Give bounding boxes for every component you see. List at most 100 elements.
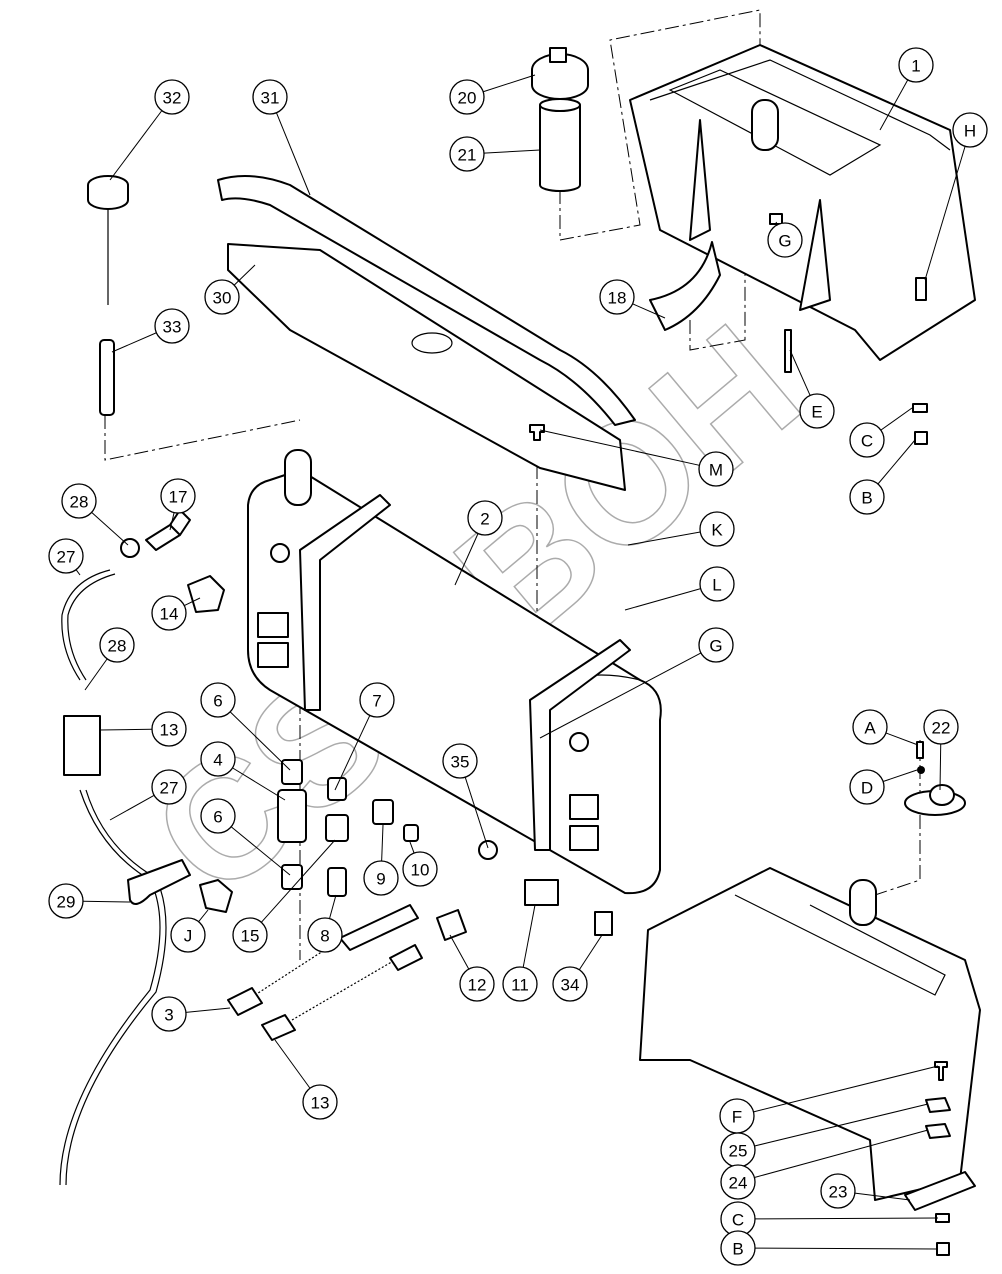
- callout-circle: [698, 627, 734, 663]
- clip-29: [127, 859, 191, 905]
- callout-label: 2: [480, 510, 489, 529]
- callout-circle: [799, 393, 835, 429]
- leader-line: [539, 652, 702, 739]
- callout-label: M: [709, 461, 723, 480]
- callout-a: A: [852, 709, 888, 745]
- callout-c: C: [720, 1201, 756, 1237]
- strap-31: [217, 175, 636, 426]
- callout-circle: [442, 743, 478, 779]
- callout-label: F: [732, 1108, 742, 1127]
- callout-circle: [170, 917, 206, 953]
- callout-circle: [552, 966, 588, 1002]
- leader-line: [260, 839, 336, 923]
- leader-line: [882, 769, 918, 783]
- leader-line: [754, 1247, 938, 1250]
- callout-label: 32: [163, 89, 182, 108]
- callout-22: 22: [923, 709, 959, 745]
- callout-circle: [849, 422, 885, 458]
- callout-27: 27: [48, 538, 84, 574]
- callout-33: 33: [154, 308, 190, 344]
- leader-line: [789, 349, 811, 396]
- callout-11: 11: [502, 966, 538, 1002]
- callout-label: 4: [213, 751, 222, 770]
- leader-line: [924, 146, 966, 281]
- callout-6: 6: [200, 682, 236, 718]
- callout-k: K: [699, 511, 735, 547]
- callout-circle: [232, 917, 268, 953]
- callout-label: 30: [213, 289, 232, 308]
- callout-circle: [99, 627, 135, 663]
- callout-label: 29: [57, 893, 76, 912]
- callout-17: 17: [160, 478, 196, 514]
- callout-label: 27: [160, 779, 179, 798]
- leader-line: [198, 909, 209, 923]
- callout-23: 23: [820, 1173, 856, 1209]
- sender-unit-22: [904, 784, 966, 816]
- callout-label: 18: [608, 289, 627, 308]
- callout-label: 33: [163, 318, 182, 337]
- callout-circle: [898, 47, 934, 83]
- callout-circle: [599, 279, 635, 315]
- leader-line: [381, 824, 384, 862]
- callout-label: 8: [320, 927, 329, 946]
- leader-line: [109, 794, 155, 821]
- callout-label: 20: [458, 89, 477, 108]
- leader-line: [75, 569, 81, 576]
- callout-20: 20: [449, 79, 485, 115]
- callout-label: 17: [169, 488, 188, 507]
- leader-line: [82, 900, 131, 903]
- callout-label: 10: [411, 861, 430, 880]
- dipstick-tube: [99, 339, 115, 416]
- callout-14: 14: [151, 595, 187, 631]
- callout-2: 2: [467, 500, 503, 536]
- leader-line: [275, 112, 311, 196]
- callout-circle: [200, 741, 236, 777]
- callout-circle: [699, 566, 735, 602]
- callout-circle: [48, 883, 84, 919]
- callout-circle: [160, 478, 196, 514]
- callout-circle: [820, 1173, 856, 1209]
- callout-label: 1: [911, 57, 920, 76]
- callout-circle: [302, 1084, 338, 1120]
- leader-line: [184, 597, 201, 607]
- callout-label: E: [811, 403, 822, 422]
- callout-label: 22: [932, 719, 951, 738]
- leader-line: [885, 732, 919, 746]
- callout-13: 13: [302, 1084, 338, 1120]
- callout-32: 32: [154, 79, 190, 115]
- screw-a: [916, 741, 924, 759]
- callout-1: 1: [898, 47, 934, 83]
- callout-b: B: [720, 1230, 756, 1266]
- callout-3: 3: [151, 996, 187, 1032]
- leader-line: [230, 826, 291, 876]
- leader-line: [483, 149, 541, 154]
- callout-label: 27: [57, 548, 76, 567]
- callout-9: 9: [363, 860, 399, 896]
- leader-line: [229, 711, 291, 771]
- leader-line: [169, 512, 175, 531]
- filler-strainer: [539, 98, 581, 192]
- washer-d: [917, 766, 925, 774]
- plate-24: [925, 1123, 951, 1139]
- callout-label: C: [861, 432, 873, 451]
- callout-label: 7: [372, 692, 381, 711]
- leader-line: [879, 79, 909, 131]
- callout-circle: [467, 500, 503, 536]
- bolt-e: [784, 329, 792, 373]
- inline-filter-13: [63, 715, 101, 776]
- callout-circle: [952, 112, 988, 148]
- plate-25: [925, 1097, 951, 1113]
- callout-label: 24: [729, 1174, 748, 1193]
- leader-line: [91, 511, 129, 546]
- callout-6: 6: [200, 798, 236, 834]
- callout-label: 25: [729, 1142, 748, 1161]
- callout-21: 21: [449, 136, 485, 172]
- callout-label: C: [732, 1211, 744, 1230]
- leader-line: [409, 841, 415, 854]
- callout-circle: [252, 79, 288, 115]
- bolt-m: [529, 424, 545, 441]
- callout-label: 12: [468, 976, 487, 995]
- callout-label: G: [709, 637, 722, 656]
- dipstick: [87, 175, 129, 305]
- callout-circle: [720, 1164, 756, 1200]
